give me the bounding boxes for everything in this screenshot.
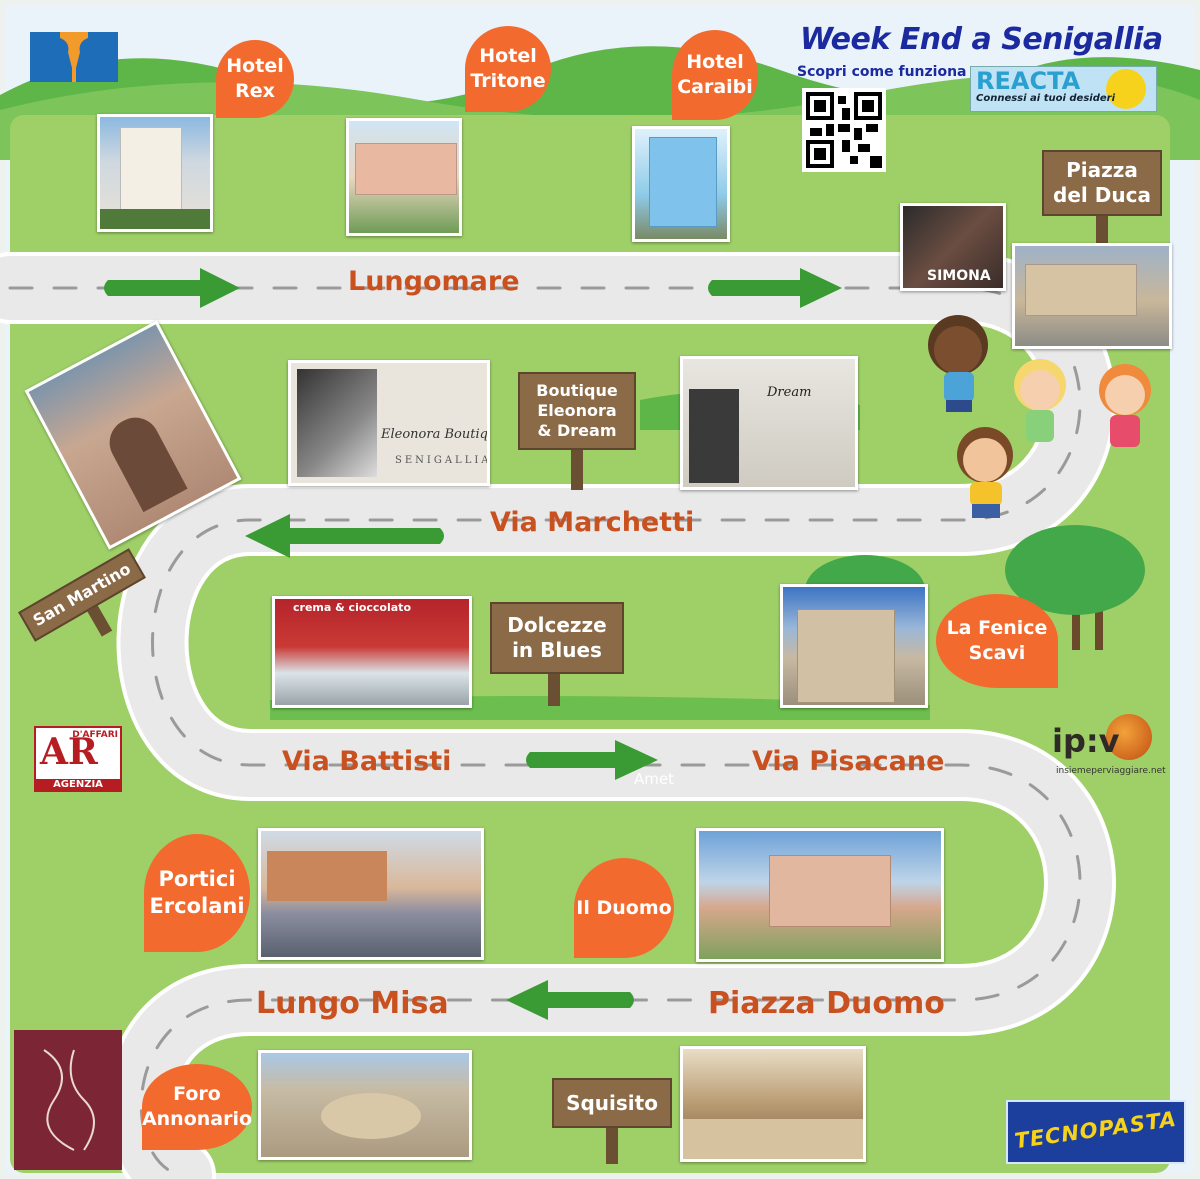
qr-code-icon [806,92,882,168]
ar-agenzia-logo[interactable]: AR D'AFFARI AGENZIA [34,726,122,792]
arrow-left-2 [506,980,634,1020]
dream-shop-photo[interactable]: Dream [680,356,858,490]
amet-watermark: Amet [634,770,674,788]
hotel-caraibi-label-1: Hotel [686,51,744,74]
gelato-header-text: crema & cioccolato [293,601,411,614]
reacta-name: REACTA [976,67,1081,95]
il-duomo-photo[interactable] [696,828,944,962]
signature-icon [43,1049,95,1151]
sun-icon [1106,69,1146,109]
sign-post [1096,210,1108,244]
hotel-caraibi-label-2: Caraibi [677,76,753,98]
il-duomo-pin[interactable]: Il Duomo [574,858,674,958]
street-lungo-misa: Lungo Misa [256,986,449,1021]
foro-label-2: Annonario [141,1108,253,1130]
sign-post [606,1124,618,1164]
ar-bottom-text: AGENZIA [36,779,120,790]
squisito-sign[interactable]: Squisito [552,1078,672,1164]
arrow-right-2 [708,268,842,308]
portici-ercolani-photo[interactable] [258,828,484,960]
senigallia-text: SENIGALLIA [395,455,490,466]
sign-post [548,670,560,706]
arrow-right-3 [526,740,658,780]
direction-arrows [104,268,842,1020]
hotel-rex-photo[interactable] [97,114,213,232]
street-via-pisacane: Via Pisacane [752,746,945,777]
faces-icon [30,32,118,82]
street-via-battisti: Via Battisti [282,746,452,777]
hotel-caraibi-photo[interactable] [632,126,730,242]
boutique-line-3: & Dream [537,421,617,440]
tecnopasta-logo[interactable]: TECNOPASTA [1006,1100,1186,1164]
boutique-line-2: Eleonora [537,401,617,420]
arrow-left-1b [245,514,444,558]
globe-icon [1106,714,1152,760]
kids-illustration [928,315,1151,518]
subtitle: Scopri come funziona [797,64,967,80]
street-via-marchetti: Via Marchetti [490,507,695,538]
portici-label-2: Ercolani [149,894,245,918]
piazza-del-duca-line-1: Piazza [1066,158,1138,182]
boutique-line-1: Boutique [536,381,618,400]
ipv-mark: ip:v [1052,722,1120,760]
eleonora-boutique-photo[interactable]: Eleonora Boutique SENIGALLIA [288,360,490,486]
road [0,252,1116,1179]
hotel-tritone-label-1: Hotel [479,45,537,68]
hotel-tritone-photo[interactable] [346,118,462,236]
arrow-right-1 [104,268,240,308]
dolcezze-line-2: in Blues [512,638,602,662]
portici-label-1: Portici [158,866,236,891]
brand-logo[interactable] [30,32,118,82]
tecnopasta-text: TECNOPASTA [1013,1106,1179,1154]
gelato-shop-photo[interactable]: crema & cioccolato [272,596,472,708]
hotel-rex-label-1: Hotel [226,55,284,78]
sign-board: Squisito [552,1078,672,1128]
il-duomo-label: Il Duomo [576,896,672,919]
san-martino-sign[interactable]: San Martino [12,548,146,642]
page-title: Week End a Senigallia [800,22,1163,57]
eleonora-boutique-text: Eleonora Boutique [381,427,488,442]
reacta-tagline: Connessi ai tuoi desideri [976,93,1115,104]
reacta-logo[interactable]: REACTA Connessi ai tuoi desideri [970,66,1157,112]
la-fenice-label-2: Scavi [968,642,1026,664]
sign-board: San Martino [18,548,146,642]
la-fenice-photo[interactable] [780,584,928,708]
hotel-tritone-label-2: Tritone [470,70,546,92]
simona-caption: SIMONA [927,268,991,284]
dream-text: Dream [767,385,812,400]
ar-letters: AR [40,731,98,773]
foro-annonario-photo[interactable] [258,1050,472,1160]
ipv-logo[interactable]: ip:v insiemeperviaggiare.net [1048,714,1166,778]
qr-code[interactable] [802,88,886,172]
ipv-url: insiemeperviaggiare.net [1056,766,1166,776]
divini-logo[interactable] [14,1030,122,1170]
piazza-del-duca-photo[interactable] [1012,243,1172,349]
squisito-shop-photo[interactable] [680,1046,866,1162]
simona-photo[interactable]: SIMONA [900,203,1006,291]
street-lungomare: Lungomare [348,266,520,297]
la-fenice-label-1: La Fenice [946,617,1048,640]
sign-post [571,446,583,490]
ar-top-text: D'AFFARI [72,730,118,740]
street-piazza-duomo: Piazza Duomo [708,986,945,1021]
dolcezze-line-1: Dolcezze [507,613,607,637]
piazza-del-duca-line-2: del Duca [1053,183,1151,207]
foro-label-1: Foro [173,1083,221,1106]
hotel-rex-label-2: Rex [235,80,275,102]
